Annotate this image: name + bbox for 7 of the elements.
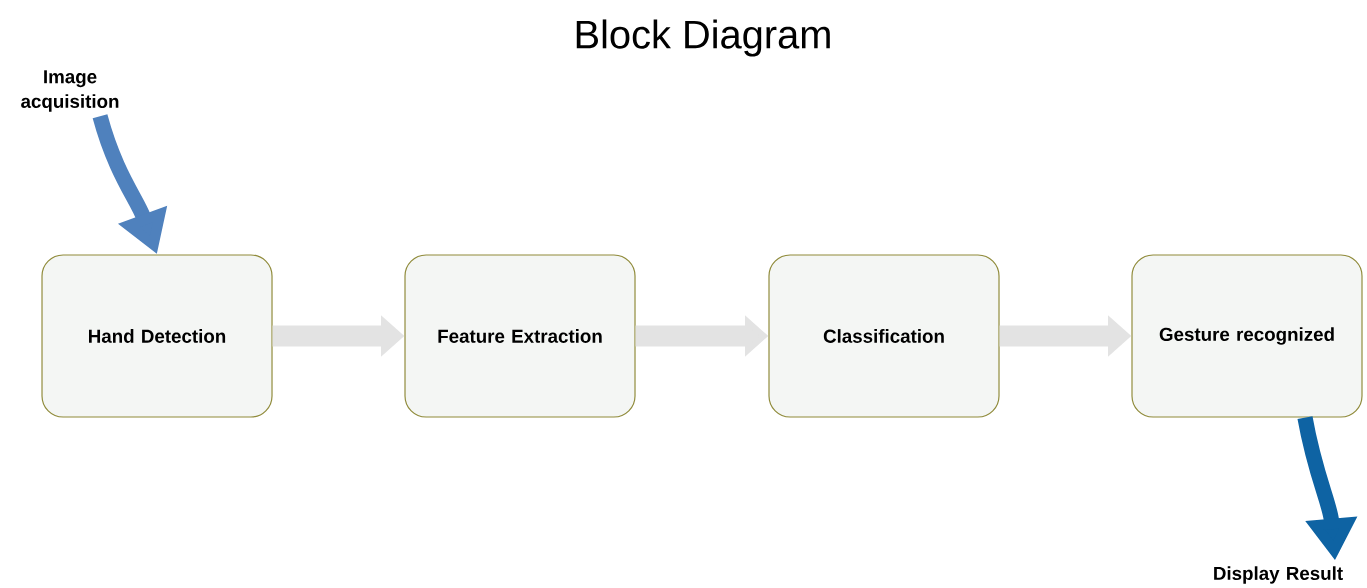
process-box: Hand Detection: [41, 254, 273, 418]
title: Block Diagram: [576, 19, 830, 57]
process-box: Feature Extraction: [404, 254, 636, 418]
node-label: Display Result: [1214, 566, 1343, 584]
process-box: Classification: [768, 254, 1000, 418]
process-box: Gesture recognized: [1131, 254, 1363, 418]
node-label: Image acquisition: [21, 70, 119, 112]
